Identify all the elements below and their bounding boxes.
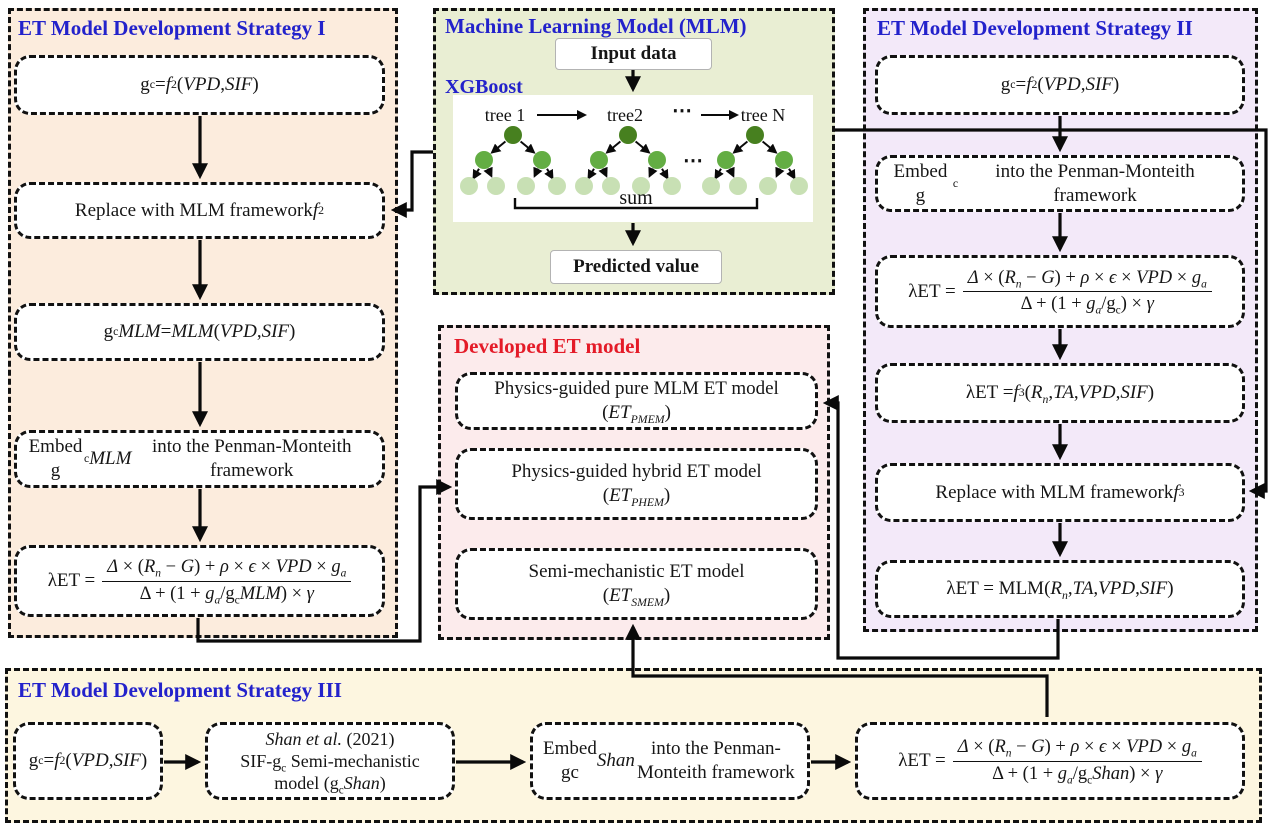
sum-label: sum [619, 187, 653, 209]
model-name: Physics-guided pure MLM ET model [494, 378, 779, 400]
model-name: Semi-mechanistic ET model [528, 561, 745, 583]
developed-et-model-title: Developed ET model [454, 334, 641, 358]
formula-denominator: Δ + (1 + ga/gcMLM) × γ [139, 583, 314, 607]
xgboost-label: XGBoost [445, 76, 523, 98]
xgboost-tree-n [702, 126, 808, 195]
formula-denominator: Δ + (1 + ga/gcShan) × γ [992, 763, 1163, 787]
formula-fraction: Δ × (Rn − G) + ρ × ϵ × VPD × ga Δ + (1 +… [962, 267, 1212, 317]
xgboost-tree-1 [460, 126, 566, 195]
formula-lhs: λET = [908, 280, 956, 302]
model-name: Physics-guided hybrid ET model [511, 461, 762, 483]
xgboost-tree-diagram: tree 1 tree2 ⋯ tree N [453, 95, 813, 222]
tree-n-label: tree N [741, 105, 785, 125]
formula-numerator: Δ × (Rn − G) + ρ × ϵ × VPD × ga [102, 556, 352, 582]
box-physics-guided-hybrid-et-model: Physics-guided hybrid ET model (ETPHEM) [455, 448, 818, 520]
model-abbreviation: (ETSMEM) [602, 585, 671, 609]
input-data-box: Input data [555, 38, 712, 70]
ellipsis-mid: ⋯ [683, 150, 703, 172]
box-s3-shan-semi-mechanistic-model: Shan et al. (2021) SIF-gc Semi-mechanist… [205, 722, 455, 800]
sum-bracket [513, 198, 759, 210]
mlm-title: Machine Learning Model (MLM) [445, 14, 747, 38]
ellipsis-top: ⋯ [672, 100, 692, 122]
xgboost-tree-2 [575, 126, 681, 195]
box-s2-lambda-et-formula-gc: λET = Δ × (Rn − G) + ρ × ϵ × VPD × ga Δ … [875, 255, 1245, 328]
box-s2-lambda-et-mlm: λET = MLM(Rn, TA, VPD, SIF) [875, 560, 1245, 618]
model-abbreviation: (ETPMEM) [602, 402, 671, 426]
formula-fraction: Δ × (Rn − G) + ρ × ϵ × VPD × ga Δ + (1 +… [952, 736, 1202, 787]
formula-lhs: λET = [898, 750, 946, 772]
strategy-1-title: ET Model Development Strategy I [18, 16, 326, 40]
formula-numerator: Δ × (Rn − G) + ρ × ϵ × VPD × ga [962, 267, 1212, 292]
xgboost-trees-svg: tree 1 tree2 ⋯ tree N [460, 100, 808, 210]
box-semi-mechanistic-et-model: Semi-mechanistic ET model (ETSMEM) [455, 548, 818, 620]
box-s3-lambda-et-formula-gcshan: λET = Δ × (Rn − G) + ρ × ϵ × VPD × ga Δ … [855, 722, 1245, 800]
formula-lhs: λET = [47, 570, 96, 592]
strategy-2-title: ET Model Development Strategy II [877, 16, 1193, 40]
arrow-mlm-to-strategy1-replace-f2 [390, 150, 433, 218]
formula-fraction: Δ × (Rn − G) + ρ × ϵ × VPD × ga Δ + (1 +… [102, 556, 352, 607]
model-description: SIF-gc Semi-mechanistic [240, 750, 420, 775]
predicted-value-box: Predicted value [550, 250, 722, 284]
formula-denominator: Δ + (1 + ga/gc) × γ [1020, 294, 1154, 317]
strategy-3-title: ET Model Development Strategy III [18, 678, 342, 702]
box-lambda-et-formula-gcmlm: λET = Δ × (Rn − G) + ρ × ϵ × VPD × ga Δ … [14, 545, 385, 617]
formula-numerator: Δ × (Rn − G) + ρ × ϵ × VPD × ga [952, 736, 1202, 762]
tree-2-label: tree2 [607, 105, 643, 125]
tree-1-label: tree 1 [485, 105, 525, 125]
model-symbol: model (gcShan) [274, 773, 386, 797]
model-abbreviation: (ETPHEM) [602, 485, 671, 509]
box-physics-guided-pure-mlm-et-model: Physics-guided pure MLM ET model (ETPMEM… [455, 372, 818, 430]
citation: Shan et al. (2021) [265, 728, 395, 749]
